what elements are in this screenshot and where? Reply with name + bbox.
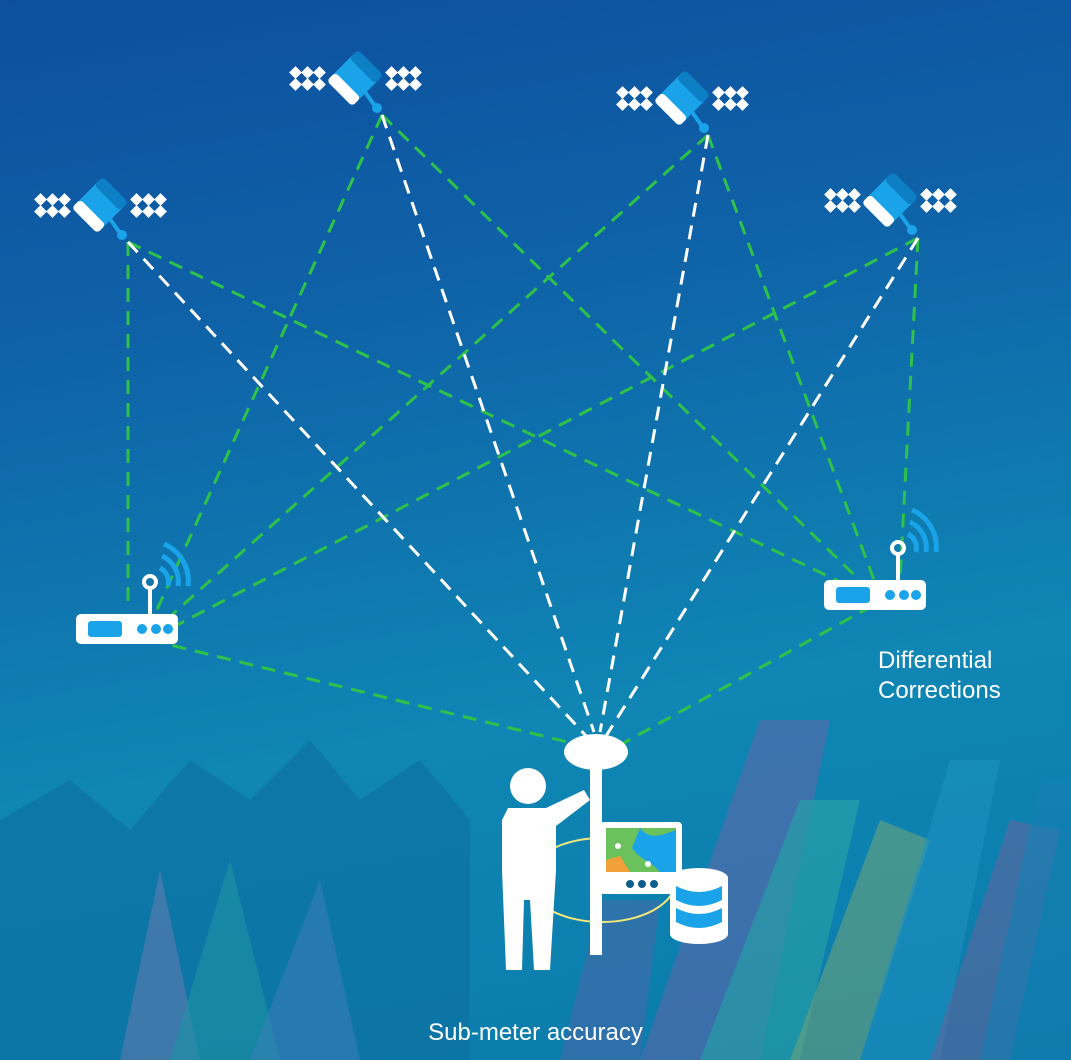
- satellite-rover-links: [126, 114, 920, 740]
- handheld-map-icon: [600, 822, 682, 894]
- satellite-icon: [287, 47, 424, 115]
- base-station-icon: [76, 544, 188, 644]
- differential-corrections-label: Differential Corrections: [878, 646, 1058, 706]
- base-station-icon: [824, 510, 936, 610]
- accuracy-label: Sub-meter accuracy: [428, 1019, 643, 1046]
- satellite-icon: [614, 67, 751, 135]
- terrain-backdrop: [0, 720, 1071, 1060]
- person-icon: [502, 768, 590, 970]
- satellite-icon: [32, 174, 169, 242]
- satellite-icon: [822, 169, 959, 237]
- database-icon: [670, 868, 728, 944]
- differential-label-line2: Corrections: [878, 677, 1001, 704]
- differential-label-line1: Differential: [878, 647, 993, 674]
- correction-links: [126, 113, 920, 747]
